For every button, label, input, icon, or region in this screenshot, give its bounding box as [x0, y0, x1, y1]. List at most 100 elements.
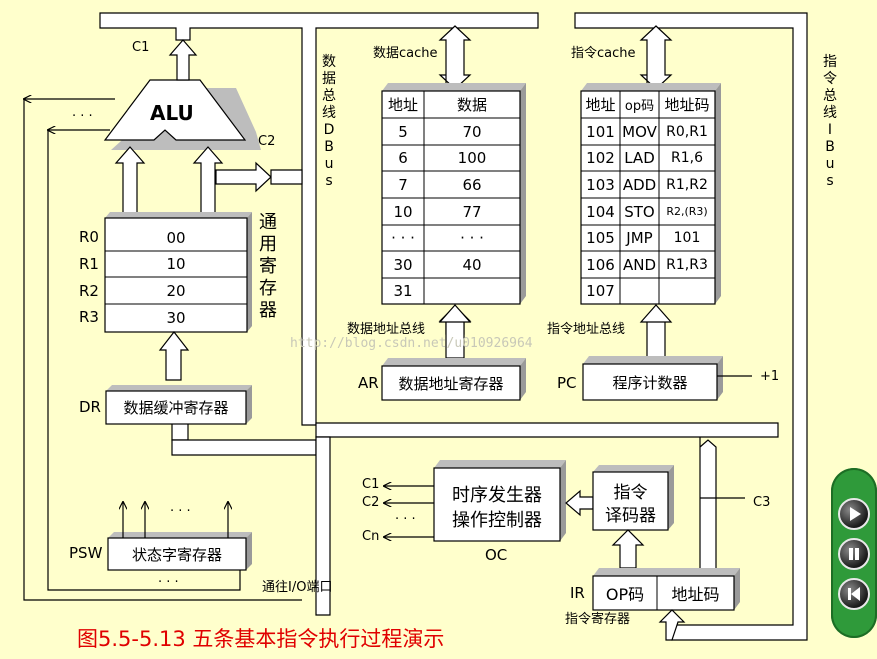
- pause-button[interactable]: [838, 538, 870, 570]
- instr-cache-operand-cell: 101: [673, 230, 701, 246]
- psw-dots-top: · · ·: [170, 504, 191, 519]
- instruction-address-bus-label: 指令地址总线: [547, 322, 626, 337]
- data-cache-address-cell: · · ·: [391, 229, 415, 247]
- reg-name-r3: R3: [79, 308, 99, 326]
- data-cache-address-cell: 6: [398, 149, 408, 167]
- data-cache-value-cell: 77: [462, 202, 482, 221]
- instruction-cache-title: 指令cache: [571, 46, 636, 61]
- figure-caption: 图5.5-5.13 五条基本指令执行过程演示: [77, 627, 445, 651]
- instr-cache-operand-cell: R0,R1: [666, 123, 708, 140]
- data-cache-address-cell: 10: [393, 202, 413, 221]
- oc-output-cn: Cn: [362, 529, 380, 544]
- instr-cache-address-cell: 105: [586, 229, 615, 247]
- ir-op-field: OP码: [605, 585, 645, 604]
- pc-increment: +1: [760, 369, 780, 384]
- data-cache-value-cell: 70: [462, 122, 482, 141]
- alu-bus-arrow: [215, 161, 272, 193]
- general-register-label: 通用寄存器: [259, 212, 277, 321]
- oc-output-c2: C2: [362, 495, 380, 510]
- pc-label: 程序计数器: [612, 373, 688, 392]
- decoder-line2: 译码器: [605, 505, 656, 526]
- data-cache: [381, 25, 526, 359]
- io-port-label: 通往I/O端口: [262, 580, 333, 595]
- data-cache-address-cell: 7: [398, 175, 408, 194]
- instr-cache-operand-cell: R1,R2: [666, 176, 708, 193]
- instr-cache-operand-cell: R1,R3: [666, 256, 708, 273]
- alu-c1-label: C1: [132, 40, 150, 55]
- data-cache-address-cell: 5: [398, 122, 408, 141]
- oc-unit: [384, 460, 594, 542]
- reg-name-r1: R1: [79, 255, 99, 273]
- instr-cache-opcode-cell: JMP: [626, 229, 653, 247]
- reg-value-r1: 10: [166, 255, 186, 273]
- oc-line1: 时序发生器: [452, 485, 542, 506]
- data-cache-value-cell: · · ·: [460, 229, 484, 247]
- instr-cache-address-cell: 107: [586, 282, 615, 300]
- pause-icon: [849, 548, 859, 560]
- reg-value-r3: 30: [166, 309, 186, 327]
- alu: [103, 39, 261, 214]
- instr-cache-opcode-cell: ADD: [622, 175, 657, 194]
- bus-lines: [99, 12, 808, 641]
- reg-name-r0: R0: [79, 228, 99, 246]
- oc-name: OC: [485, 546, 508, 564]
- ar-register: [381, 358, 526, 401]
- decoder-unit: [592, 465, 745, 569]
- instr-cache-header-op: op码: [624, 99, 655, 114]
- playback-controls: [831, 468, 877, 638]
- rewind-button[interactable]: [838, 578, 870, 610]
- play-button[interactable]: [838, 498, 870, 530]
- instr-cache-address-cell: 102: [586, 149, 615, 167]
- instr-cache-address-cell: 103: [586, 175, 615, 194]
- instr-cache-opcode-cell: LAD: [624, 149, 655, 167]
- ar-name: AR: [358, 374, 379, 392]
- decoder-c3-label: C3: [753, 495, 771, 510]
- oc-line2: 操作控制器: [452, 510, 542, 531]
- instr-cache-header-operand: 地址码: [664, 96, 710, 114]
- play-icon: [850, 507, 861, 521]
- instr-cache-opcode-cell: [620, 278, 659, 304]
- decoder-line1: 指令: [613, 482, 648, 503]
- psw-register: [107, 502, 252, 571]
- data-cache-header-addr: 地址: [387, 96, 418, 114]
- instr-cache-address-cell: 106: [586, 255, 615, 274]
- dr-register: [105, 385, 252, 425]
- reg-value-r0: 00: [166, 229, 186, 247]
- ir-address-field: 地址码: [671, 585, 720, 604]
- data-cache-value-cell: 100: [457, 149, 487, 167]
- instr-cache-opcode-cell: STO: [624, 202, 655, 221]
- watermark: http://blog.csdn.net/u010926964: [290, 336, 533, 351]
- instr-cache-address-cell: 101: [586, 122, 615, 141]
- data-cache-title: 数据cache: [373, 46, 438, 61]
- ir-name: IR: [570, 584, 585, 602]
- data-cache-value-cell: 66: [462, 175, 482, 194]
- dr-label: 数据缓冲寄存器: [123, 399, 229, 417]
- instr-cache-address-cell: 104: [586, 202, 615, 221]
- pc-register: [582, 356, 752, 401]
- instr-cache-opcode-cell: MOV: [622, 122, 657, 141]
- ir-register: [592, 568, 740, 641]
- flag-lines: [24, 99, 302, 601]
- ir-label: 指令寄存器: [565, 612, 631, 627]
- rewind-icon: [848, 587, 860, 601]
- oc-output-dots: · · ·: [395, 512, 416, 527]
- ar-label: 数据地址寄存器: [398, 374, 504, 393]
- data-cache-header-data: 数据: [456, 96, 487, 114]
- reg-name-r2: R2: [79, 282, 99, 300]
- psw-dots-bottom: · · ·: [158, 575, 179, 590]
- alu-c2-label: C2: [258, 134, 276, 149]
- alu-dots: · · ·: [72, 109, 93, 124]
- pc-name: PC: [557, 374, 577, 392]
- data-cache-address-cell: 30: [393, 255, 413, 274]
- data-address-bus-label: 数据地址总线: [347, 322, 426, 337]
- instruction-cache: [580, 25, 721, 359]
- data-cache-value-cell: 40: [462, 255, 482, 274]
- general-registers: [104, 212, 252, 381]
- data-cache-value-cell: [424, 278, 520, 304]
- instr-cache-operand-cell: R2,(R3): [666, 205, 708, 218]
- instr-cache-operand-cell: [659, 278, 715, 304]
- psw-name: PSW: [69, 544, 103, 562]
